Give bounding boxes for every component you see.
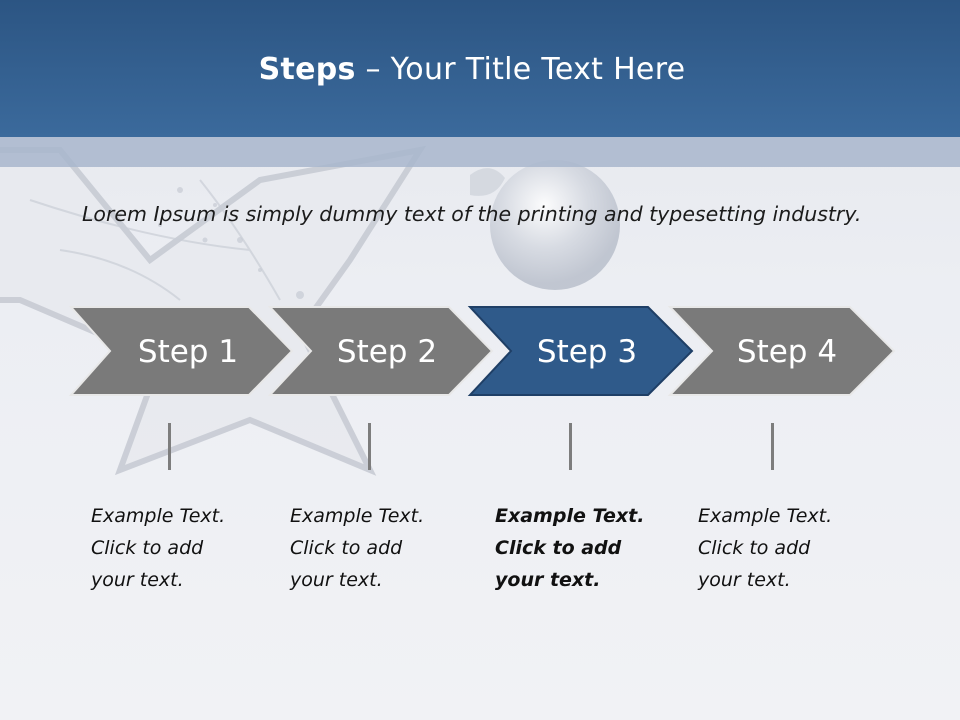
step-caption-4[interactable]: Example Text. Click to add your text. [698, 500, 868, 596]
step-chevron-3[interactable]: Step 3 [467, 306, 694, 396]
step-chevron-3-shape [467, 306, 694, 396]
header-bar [0, 0, 960, 137]
step-caption-3[interactable]: Example Text. Click to add your text. [495, 500, 665, 596]
step-chevron-4-label: Step 4 [737, 334, 837, 370]
step-connector-3 [569, 423, 572, 470]
step-caption-1[interactable]: Example Text. Click to add your text. [91, 500, 261, 596]
header-band [0, 137, 960, 167]
caption-line: Click to add [290, 537, 403, 559]
step-caption-2[interactable]: Example Text. Click to add your text. [290, 500, 460, 596]
caption-line: Example Text. [290, 505, 425, 527]
title-bold: Steps [258, 52, 356, 87]
step-chevron-1[interactable]: Step 1 [68, 306, 294, 396]
caption-line: your text. [91, 569, 184, 591]
step-connector-1 [168, 423, 171, 470]
step-connector-2 [368, 423, 371, 470]
caption-line: your text. [698, 569, 791, 591]
step-chevron-2-shape [267, 306, 494, 396]
step-chevron-2-label: Step 2 [337, 334, 437, 370]
step-chevron-3-label: Step 3 [537, 334, 637, 370]
slide-title[interactable]: Steps – Your Title Text Here [0, 52, 944, 87]
step-chevron-1-shape [68, 306, 294, 396]
step-chevron-2[interactable]: Step 2 [267, 306, 494, 396]
steps-chevron-row: Step 1 Step 2 Step 3 Step 4 [68, 306, 896, 396]
caption-line: Example Text. [698, 505, 833, 527]
caption-line: Click to add [495, 537, 622, 559]
step-chevron-1-label: Step 1 [138, 334, 238, 370]
step-chevron-4-shape [667, 306, 896, 396]
caption-line: your text. [495, 569, 601, 591]
caption-line: Click to add [91, 537, 204, 559]
step-chevron-4[interactable]: Step 4 [667, 306, 896, 396]
caption-line: your text. [290, 569, 383, 591]
caption-line: Example Text. [91, 505, 226, 527]
caption-line: Example Text. [495, 505, 645, 527]
title-rest: – Your Title Text Here [355, 52, 686, 87]
intro-text[interactable]: Lorem Ipsum is simply dummy text of the … [82, 202, 862, 226]
caption-line: Click to add [698, 537, 811, 559]
step-connector-4 [771, 423, 774, 470]
